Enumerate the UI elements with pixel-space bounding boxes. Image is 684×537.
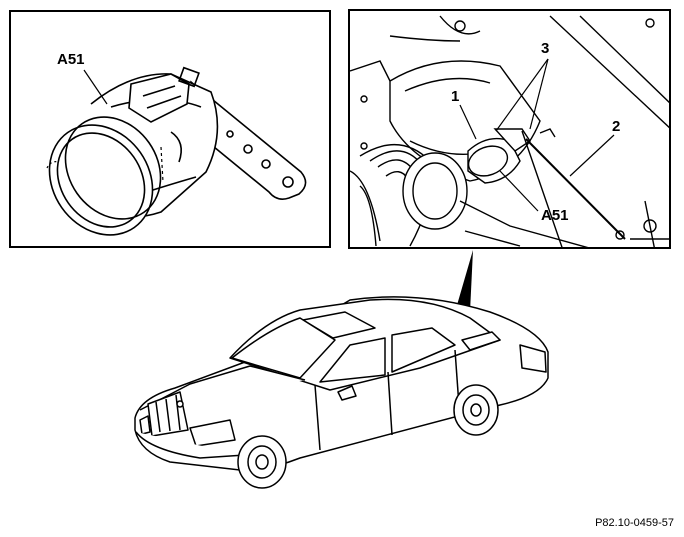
label-a51-engine: A51: [541, 207, 569, 224]
callout-2: 2: [612, 118, 621, 135]
callout-3: 3: [541, 40, 550, 57]
sensor-illustration: [46, 66, 307, 236]
location-pointer: [455, 250, 473, 312]
figure-code: P82.10-0459-57: [595, 517, 674, 529]
engine-compartment-panel: 1 3 2 A51: [348, 9, 671, 249]
callout-1: 1: [451, 88, 460, 105]
sensor-detail-panel: A51: [9, 10, 331, 248]
engine-compartment-illustration: [350, 15, 669, 247]
label-a51-detail: A51: [57, 51, 85, 68]
